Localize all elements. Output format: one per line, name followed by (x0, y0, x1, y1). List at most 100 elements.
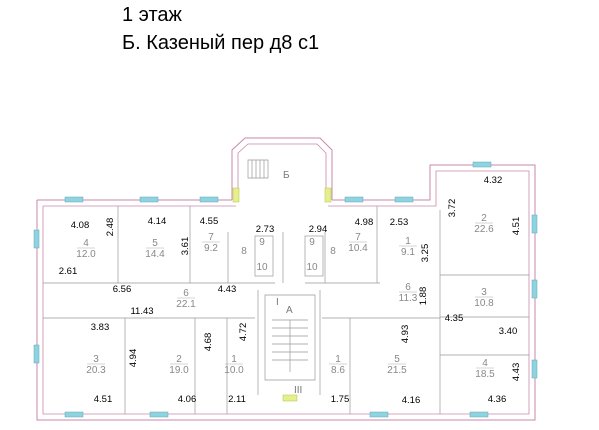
room-number: 5 (152, 238, 158, 249)
room-area: 19.0 (169, 365, 189, 376)
dimension-label: 4.94 (128, 349, 139, 368)
stair-b-label: Б (283, 170, 290, 181)
room-area: 11.3 (399, 293, 418, 304)
dimension-label: 11.43 (130, 306, 153, 317)
room-area: 10.0 (224, 365, 244, 376)
room-number: 5 (394, 354, 400, 365)
stair-a-box (264, 294, 316, 381)
room-number: 6 (183, 288, 189, 299)
window (64, 411, 84, 418)
stair-iii-label: III (294, 385, 302, 396)
window (149, 411, 169, 418)
room-number: 7 (208, 232, 214, 243)
dimension-label: 3.72 (447, 199, 458, 218)
room-area: 22.6 (474, 224, 494, 235)
room-number: 2 (481, 213, 487, 224)
outer-wall-inner (42, 170, 530, 415)
room-area: 21.5 (387, 365, 407, 376)
dimension-label: 4.43 (218, 284, 237, 295)
room-number: 10 (256, 262, 268, 273)
window (64, 196, 84, 203)
dimension-label: 4.06 (178, 394, 197, 405)
room-number: 1 (335, 354, 341, 365)
room-number: 4 (482, 358, 488, 369)
dimension-label: 3.61 (180, 237, 191, 256)
dimension-label: 4.08 (71, 220, 90, 231)
room-area: 12.0 (76, 249, 96, 260)
dimension-label: 3.83 (91, 322, 110, 333)
room-number: 3 (481, 287, 487, 298)
dimension-label: 3.25 (420, 244, 431, 263)
room-area: 10.8 (474, 298, 494, 309)
window (33, 344, 40, 364)
room-number: 9 (259, 237, 265, 248)
window (531, 214, 538, 234)
dimension-label: 2.53 (390, 217, 409, 228)
door (232, 187, 240, 203)
address-title: Б. Казеный пер д8 с1 (122, 32, 320, 54)
room-area: 8.6 (331, 365, 345, 376)
window (469, 411, 489, 418)
window (531, 359, 538, 379)
window (472, 161, 492, 168)
room-number: 7 (355, 232, 361, 243)
window (33, 229, 40, 249)
dimension-label: 4.98 (355, 217, 374, 228)
dimension-label: 4.72 (238, 323, 249, 342)
corridor-lines (43, 282, 440, 319)
dimension-label: 4.93 (400, 325, 411, 344)
room-area: 9.2 (204, 243, 218, 254)
dimension-label: 1.75 (331, 394, 350, 405)
room-area: 20.3 (86, 365, 106, 376)
window (344, 196, 364, 203)
dimension-label: 3.40 (499, 326, 518, 337)
dimension-label: 4.36 (488, 394, 507, 405)
room-number: 8 (330, 246, 336, 257)
dimension-label: 4.68 (203, 333, 214, 352)
window (199, 196, 219, 203)
room-number: 9 (309, 237, 315, 248)
dimension-label: 2.73 (256, 224, 275, 235)
stair-a-steps (272, 319, 308, 372)
room-number: 2 (176, 354, 182, 365)
floor-title: 1 этаж (122, 4, 182, 26)
dimension-label: 4.51 (511, 217, 522, 236)
dimension-label: 4.14 (148, 216, 167, 227)
lower-partitions (124, 290, 351, 414)
dimension-label: 4.51 (94, 394, 113, 405)
dimension-label: 2.48 (105, 218, 116, 237)
room-number: 4 (83, 238, 89, 249)
dimension-label: 4.43 (511, 363, 522, 382)
door (324, 187, 332, 203)
room-number: 1 (405, 236, 411, 247)
window (531, 279, 538, 299)
room-number: 6 (405, 282, 411, 293)
room-number: 8 (241, 246, 247, 257)
dimension-label: 4.16 (402, 395, 421, 406)
room-number: 3 (93, 354, 99, 365)
room-area: 9.1 (401, 247, 415, 258)
upper-partitions (117, 206, 529, 414)
dimension-label: 2.94 (309, 224, 328, 235)
window (139, 196, 159, 203)
window (369, 411, 389, 418)
stair-a-label: А (286, 305, 293, 316)
stair-tower-wall (231, 137, 333, 200)
dimension-label: 2.11 (228, 394, 246, 405)
dimension-label: 4.55 (200, 216, 219, 227)
dimension-label: 4.35 (445, 313, 464, 324)
stair-i-label: I (276, 297, 279, 308)
room-number: 1 (231, 354, 237, 365)
room-area: 14.4 (145, 249, 165, 260)
wc-left (254, 235, 274, 277)
room-area: 10.4 (348, 243, 368, 254)
stair-tower-inner-wall (237, 143, 327, 198)
stair-b-steps (247, 159, 269, 179)
outer-wall (36, 164, 536, 421)
dimension-label: 2.61 (59, 266, 78, 277)
room-area: 22.1 (176, 299, 196, 310)
wc-right (304, 235, 324, 277)
